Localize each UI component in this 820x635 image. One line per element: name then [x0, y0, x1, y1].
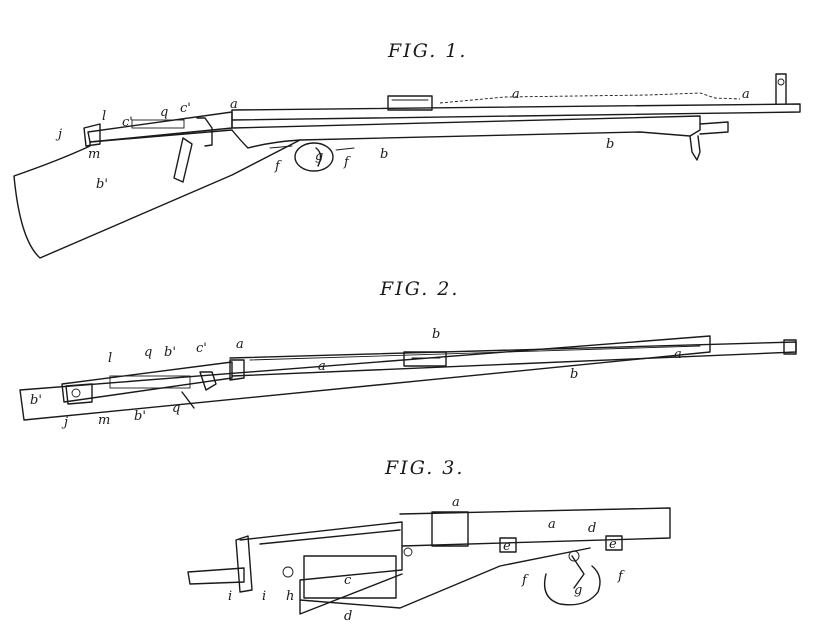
- label-a: a: [512, 87, 520, 102]
- label-b: b: [570, 367, 578, 382]
- trigger-guard: [543, 565, 601, 606]
- muzzle: [783, 339, 797, 355]
- link-rod: [299, 547, 591, 609]
- bolt-head: [235, 535, 253, 593]
- front-sight-ring: [777, 78, 785, 86]
- label-l: l: [108, 351, 112, 366]
- bolt: [131, 119, 185, 129]
- firing-pin-rod: [187, 567, 245, 585]
- label-c: c: [344, 573, 352, 588]
- label-b: b: [432, 327, 440, 342]
- label-a: a: [452, 495, 460, 510]
- label-b: b: [606, 137, 614, 152]
- bolt: [109, 375, 191, 389]
- label-c-prime: c': [122, 115, 133, 130]
- label-m: m: [88, 147, 100, 162]
- label-a: a: [230, 97, 238, 112]
- label-q: q: [144, 345, 152, 360]
- label-i: i: [262, 589, 266, 604]
- label-q: q: [160, 105, 168, 120]
- rear-sight: [387, 95, 433, 111]
- chamber: [229, 359, 245, 381]
- label-b-prime: b': [134, 409, 146, 424]
- label-e: e: [503, 539, 511, 554]
- figure-2-title: FIG. 2.: [379, 278, 459, 300]
- pivot: [403, 547, 413, 557]
- label-i: i: [228, 589, 232, 604]
- cocking-piece: [65, 383, 93, 405]
- label-a: a: [674, 347, 682, 362]
- cocking-piece: [83, 123, 101, 147]
- label-j: j: [55, 127, 62, 142]
- barrel: [231, 103, 801, 121]
- label-f: f: [617, 569, 625, 584]
- label-h: h: [286, 589, 294, 604]
- figure-3: FIG. 3. a a d e e c f f g i i h: [187, 457, 671, 624]
- receiver: [61, 361, 233, 403]
- receiver: [87, 111, 233, 143]
- label-l: l: [102, 109, 106, 124]
- label-b-prime: b': [164, 345, 176, 360]
- label-d: d: [588, 521, 596, 536]
- lug-e: [605, 535, 623, 551]
- bolt-handle-guard: [196, 117, 213, 147]
- bolt-lever: [181, 391, 195, 409]
- label-f: f: [521, 573, 529, 588]
- lug-e: [499, 537, 517, 553]
- label-a: a: [742, 87, 750, 102]
- barrel: [399, 507, 671, 547]
- butt-stock: [13, 129, 301, 259]
- label-d: d: [344, 609, 352, 624]
- front-swivel: [689, 135, 701, 161]
- label-f: f: [343, 155, 351, 170]
- label-e: e: [609, 537, 617, 552]
- figure-2: FIG. 2. b a a a b l q b' c' b' j m b' q: [19, 278, 797, 430]
- barrel-hidden-line: [439, 92, 741, 104]
- lug: [699, 121, 729, 135]
- label-m: m: [98, 413, 110, 428]
- label-g: g: [315, 149, 323, 164]
- figure-3-title: FIG. 3.: [384, 457, 464, 479]
- label-f: f: [274, 159, 282, 174]
- trigger-guard: [294, 142, 334, 172]
- bolt-lever: [173, 137, 193, 183]
- label-a: a: [548, 517, 556, 532]
- receiver-body: [239, 521, 403, 615]
- label-b-prime: b': [30, 393, 42, 408]
- trigger: [571, 555, 585, 589]
- label-j: j: [61, 415, 68, 430]
- label-b-prime: b': [96, 177, 108, 192]
- label-a: a: [318, 359, 326, 374]
- stock-outline: [19, 335, 711, 421]
- pivot: [282, 566, 294, 578]
- label-b: b: [380, 147, 388, 162]
- figure-1-title: FIG. 1.: [387, 40, 467, 62]
- front-sight: [775, 73, 787, 105]
- label-c-prime: c': [196, 341, 207, 356]
- magazine: [303, 555, 397, 599]
- label-g: g: [574, 583, 582, 598]
- label-q: q: [172, 401, 180, 416]
- figure-1: FIG. 1. a a a b b b' c' c': [13, 40, 801, 259]
- label-a: a: [236, 337, 244, 352]
- label-c-prime: c': [180, 101, 191, 116]
- band: [403, 351, 447, 367]
- receiver-ring: [431, 511, 469, 547]
- bolt-head: [199, 371, 217, 391]
- trigger: [315, 147, 322, 167]
